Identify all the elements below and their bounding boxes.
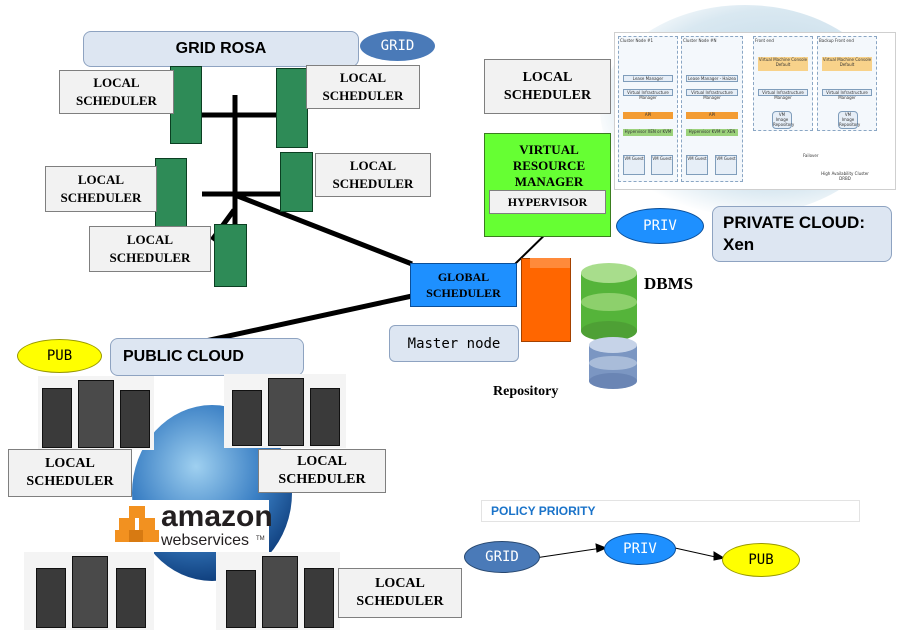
arch-column-4-title: Backup Front end [819, 38, 854, 43]
grid-rosa-title-text: GRID ROSA [175, 40, 267, 57]
hypervisor-text: HYPERVISOR [507, 195, 588, 209]
master-node-server [521, 258, 571, 342]
arch-column-4: Backup Front end Virtual Machine Console… [817, 36, 877, 131]
arch-column-2: Cluster Node #N Lease Manager - Haizea V… [681, 36, 743, 182]
grid-local-scheduler-2-text: LOCAL SCHEDULER [322, 70, 404, 103]
grid-local-scheduler-1: LOCAL SCHEDULER [59, 70, 174, 114]
repository-label: Repository [493, 384, 559, 399]
grid-server-5 [214, 224, 247, 287]
arch-repo-4: VM Image Repository [838, 111, 861, 129]
master-node-label: Master node [389, 325, 519, 362]
priv-tag-text: PRIV [643, 218, 677, 234]
grid-server-3 [155, 158, 187, 234]
arch-vm-1a: VM Guest [623, 155, 645, 175]
pub-local-scheduler-1-text: LOCAL SCHEDULER [26, 456, 114, 489]
private-cloud-title-text: PRIVATE CLOUD: Xen [723, 213, 865, 254]
priv-local-scheduler-text: LOCAL SCHEDULER [503, 69, 592, 103]
arch-column-1: Cluster Node #1 Lease Manager Virtual In… [618, 36, 678, 182]
arch-lease-1: Lease Manager [623, 75, 673, 82]
policy-priority-title: POLICY PRIORITY [481, 500, 860, 522]
arch-lease-2: Lease Manager - Haizea [686, 75, 738, 82]
public-servers-3 [24, 552, 154, 630]
policy-step-priv-text: PRIV [623, 541, 657, 557]
dbms-label: DBMS [644, 274, 694, 293]
global-scheduler: GLOBAL SCHEDULER [410, 263, 517, 307]
virtual-resource-manager: VIRTUAL RESOURCE MANAGER HYPERVISOR [484, 133, 611, 237]
arch-column-1-title: Cluster Node #1 [620, 38, 654, 43]
public-servers-1 [38, 376, 154, 450]
pub-local-scheduler-1: LOCAL SCHEDULER [8, 449, 132, 497]
arch-column-3: Front end Virtual Machine Console Defaul… [753, 36, 813, 131]
arch-vim-1: Virtual Infrastructure Manager [623, 89, 673, 100]
arch-vim-2: Virtual Infrastructure Manager [686, 89, 738, 100]
hypervisor-box: HYPERVISOR [489, 190, 606, 214]
pub-tag-text: PUB [46, 348, 73, 364]
arch-api-2: API [686, 112, 738, 119]
pub-local-scheduler-3-text: LOCAL SCHEDULER [356, 576, 444, 609]
grid-local-scheduler-2: LOCAL SCHEDULER [306, 65, 420, 109]
amazon-logo: amazon webservices TM [111, 500, 273, 552]
public-cloud-title: PUBLIC CLOUD [110, 338, 304, 376]
arch-repo-3: VM Image Repository [772, 111, 795, 129]
amazon-word: amazon [161, 500, 273, 533]
private-cloud-architecture: Cluster Node #1 Lease Manager Virtual In… [614, 32, 896, 190]
grid-tag: GRID [360, 31, 435, 61]
arch-hyp-2: Hypervisor KVM or XEN [686, 129, 738, 136]
aws-cubes-icon [115, 506, 161, 546]
pub-local-scheduler-2: LOCAL SCHEDULER [258, 449, 386, 493]
grid-local-scheduler-4: LOCAL SCHEDULER [315, 153, 431, 197]
arch-console-3: Virtual Machine Console Default [758, 57, 808, 71]
priv-tag: PRIV [616, 208, 704, 244]
master-node-server-top [530, 258, 570, 268]
policy-step-pub: PUB [722, 543, 800, 577]
public-cloud-title-text: PUBLIC CLOUD [123, 348, 244, 365]
grid-local-scheduler-4-text: LOCAL SCHEDULER [332, 158, 414, 191]
master-node-label-text: Master node [407, 335, 501, 352]
policy-step-pub-text: PUB [748, 552, 774, 568]
arch-failover: Failover [803, 153, 819, 158]
grid-local-scheduler-1-text: LOCAL SCHEDULER [76, 75, 157, 108]
arch-ha-cluster: High Availability Cluster DRBD [821, 171, 869, 181]
grid-local-scheduler-3-text: LOCAL SCHEDULER [60, 172, 142, 205]
grid-server-1 [170, 66, 202, 144]
arch-vm-2b: VM Guest [715, 155, 737, 175]
grid-local-scheduler-5: LOCAL SCHEDULER [89, 226, 211, 272]
public-servers-2 [224, 374, 346, 448]
arch-column-2-title: Cluster Node #N [683, 38, 717, 43]
grid-server-4 [280, 152, 313, 212]
grid-tag-text: GRID [380, 38, 415, 54]
arch-vm-2a: VM Guest [686, 155, 708, 175]
arch-console-4: Virtual Machine Console Default [822, 57, 872, 71]
grid-rosa-title: GRID ROSA [83, 31, 359, 67]
global-scheduler-text: GLOBAL SCHEDULER [426, 270, 501, 300]
grid-local-scheduler-3: LOCAL SCHEDULER [45, 166, 157, 212]
arch-vim-3: Virtual Infrastructure Manager [758, 89, 808, 100]
amazon-tm: TM [256, 536, 265, 542]
amazon-sub: webservices [161, 532, 250, 549]
policy-step-priv: PRIV [604, 533, 676, 565]
public-servers-4 [216, 552, 340, 630]
arch-vim-4: Virtual Infrastructure Manager [822, 89, 872, 100]
grid-server-2 [276, 68, 308, 148]
priv-local-scheduler: LOCAL SCHEDULER [484, 59, 611, 114]
arch-column-3-title: Front end [755, 38, 774, 43]
vrm-label: VIRTUAL RESOURCE MANAGER [512, 142, 586, 189]
pub-local-scheduler-2-text: LOCAL SCHEDULER [278, 454, 366, 487]
pub-tag: PUB [17, 339, 102, 373]
policy-step-grid: GRID [464, 541, 540, 573]
arch-vm-1b: VM Guest [651, 155, 673, 175]
arch-api-1: API [623, 112, 673, 119]
private-cloud-title: PRIVATE CLOUD: Xen [712, 206, 892, 262]
pub-local-scheduler-3: LOCAL SCHEDULER [338, 568, 462, 618]
grid-local-scheduler-5-text: LOCAL SCHEDULER [109, 232, 191, 265]
arch-hyp-1: Hypervisor XEN or KVM [623, 129, 673, 136]
policy-priority-title-text: POLICY PRIORITY [491, 504, 596, 518]
policy-step-grid-text: GRID [485, 549, 519, 565]
